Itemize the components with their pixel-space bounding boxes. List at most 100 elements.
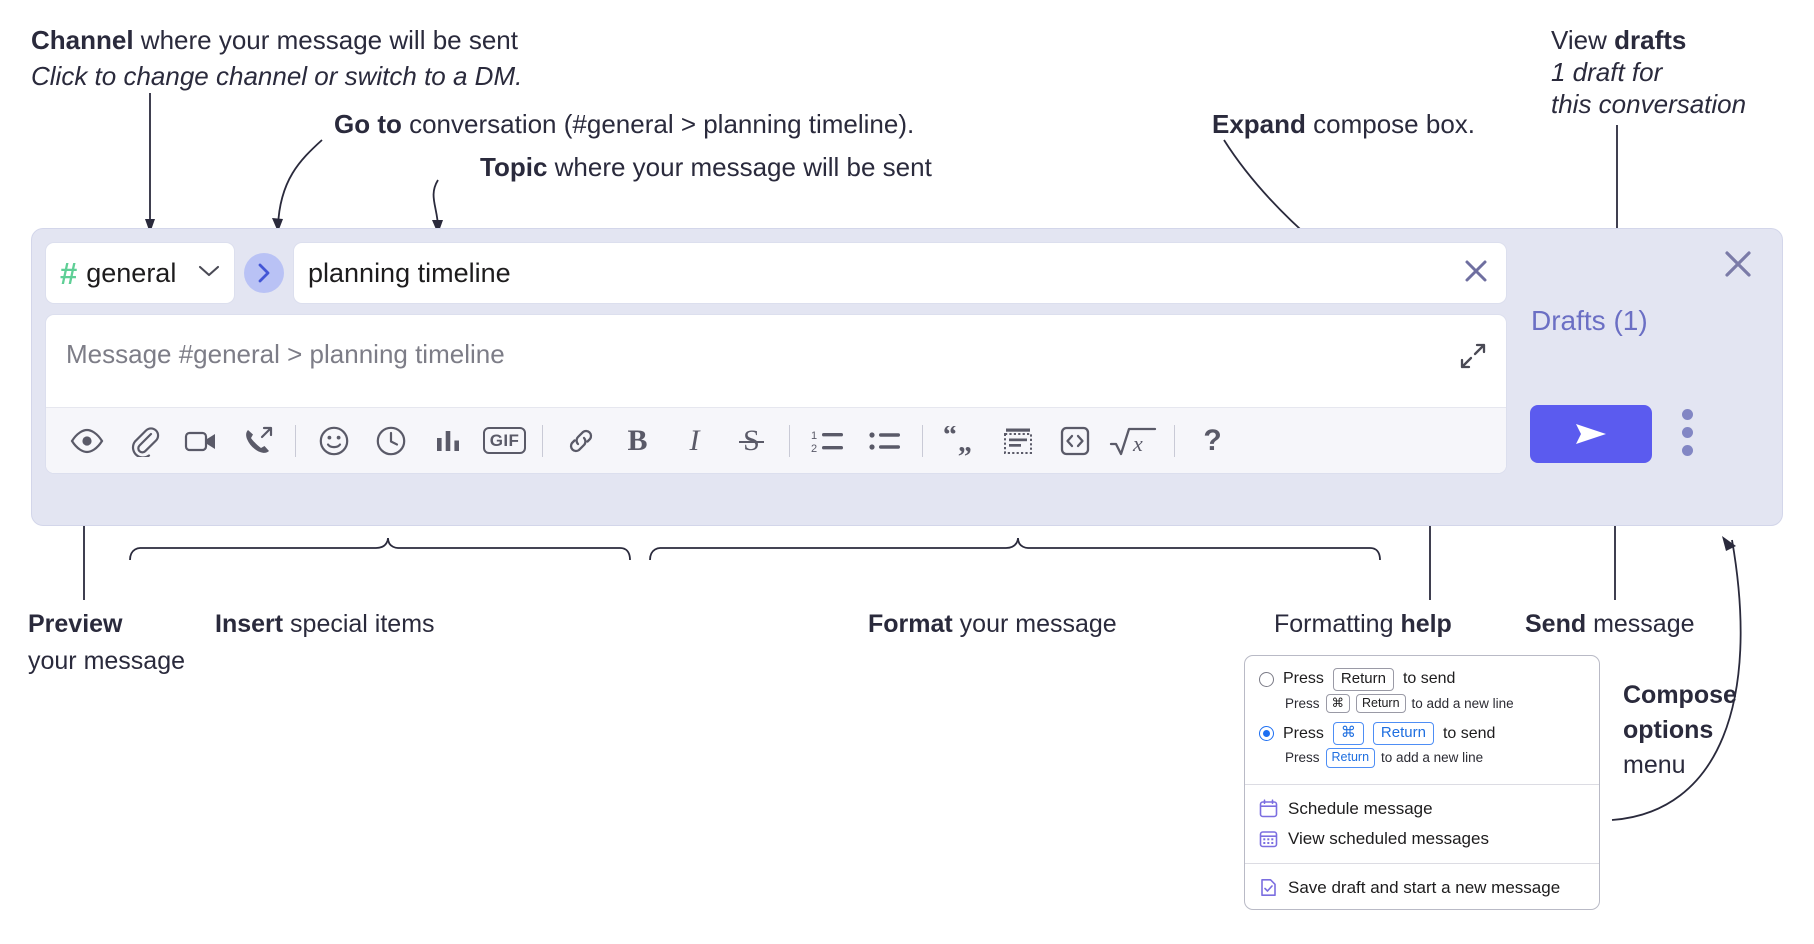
goto-conversation-button[interactable] (244, 253, 284, 293)
inline-code-button[interactable] (1046, 413, 1103, 469)
hash-icon: # (60, 255, 78, 291)
option2-sub-post: to add a new line (1381, 750, 1484, 766)
more-options-dot (1682, 409, 1693, 420)
option2-pre: Press (1283, 724, 1324, 742)
send-icon (1576, 424, 1606, 444)
annotation-help-bold: help (1400, 610, 1452, 638)
radio-icon-selected[interactable] (1259, 726, 1274, 742)
annotation-send: Send message (1525, 608, 1695, 641)
svg-text:“: “ (943, 426, 957, 451)
annotation-goto: Go to conversation (#general > planning … (334, 108, 914, 142)
menu-item-label: View scheduled messages (1288, 828, 1489, 848)
svg-text:1: 1 (811, 430, 817, 442)
call-button[interactable] (229, 413, 286, 469)
math-button[interactable]: x (1103, 413, 1165, 469)
annotation-preview-rest: your message (28, 647, 186, 675)
menu-divider (1245, 862, 1599, 864)
gif-button[interactable]: GIF (476, 413, 533, 469)
blockquote-button[interactable]: “„ (932, 413, 989, 469)
close-icon[interactable] (1460, 255, 1492, 292)
radio-icon[interactable] (1259, 671, 1274, 687)
key-return: Return (1356, 693, 1406, 714)
channel-name: general (86, 257, 177, 288)
reminder-button[interactable] (362, 413, 419, 469)
attach-button[interactable] (115, 413, 172, 469)
message-placeholder: Message #general > planning timeline (66, 339, 505, 369)
strikethrough-button[interactable]: S (723, 413, 780, 469)
more-options-dot (1682, 427, 1693, 438)
annotation-topic: Topic where your message will be sent (480, 151, 932, 185)
toolbar-divider (542, 424, 543, 457)
more-options-dot (1682, 445, 1693, 456)
annotation-drafts-italic2: this conversation (1551, 89, 1747, 119)
annotation-preview-bold: Preview (28, 610, 123, 638)
option2-sub-pre: Press (1285, 750, 1320, 766)
send-button[interactable] (1530, 405, 1652, 463)
menu-radio-option-1-sub: Press ⌘ Return to add a new line (1245, 693, 1599, 721)
annotation-drafts-sub2: this conversation (1551, 88, 1746, 122)
annotation-format: Format your message (868, 608, 1117, 641)
annotation-send-bold: Send (1525, 610, 1587, 638)
compose-box: # general planning timeline Message #gen… (31, 228, 1783, 526)
document-check-icon (1259, 878, 1278, 897)
bulleted-list-button[interactable] (856, 413, 913, 469)
link-button[interactable] (552, 413, 609, 469)
code-block-button[interactable] (989, 413, 1046, 469)
drafts-link[interactable]: Drafts (1) (1531, 305, 1648, 336)
calendar-grid-icon (1259, 829, 1278, 848)
italic-button[interactable]: I (666, 413, 723, 469)
toolbar-divider (1174, 424, 1175, 457)
topic-input[interactable]: planning timeline (293, 242, 1507, 304)
annotation-format-bold: Format (868, 610, 953, 638)
menu-divider (1245, 783, 1599, 785)
preview-button[interactable] (58, 413, 115, 469)
annotation-insert-rest: special items (283, 610, 435, 638)
annotation-compose-options-3: menu (1623, 749, 1686, 782)
menu-item-view-scheduled[interactable]: View scheduled messages (1245, 824, 1599, 854)
channel-selector[interactable]: # general (45, 242, 235, 304)
menu-item-schedule-message[interactable]: Schedule message (1245, 794, 1599, 824)
annotation-topic-bold: Topic (480, 152, 548, 182)
annotation-insert: Insert special items (215, 608, 435, 641)
menu-item-save-draft[interactable]: Save draft and start a new message (1245, 873, 1599, 903)
annotation-compose-options-bold1: Compose (1623, 681, 1737, 709)
key-return: Return (1372, 722, 1434, 746)
annotation-drafts-bold: drafts (1614, 25, 1687, 55)
annotation-expand-rest: compose box. (1305, 109, 1476, 139)
close-icon[interactable] (1721, 247, 1755, 286)
gif-label: GIF (482, 426, 527, 455)
expand-icon[interactable] (1458, 341, 1488, 376)
option1-post: to send (1402, 670, 1456, 688)
annotation-goto-bold: Go to (334, 109, 402, 139)
annotation-expand: Expand compose box. (1212, 108, 1475, 142)
toolbar-divider (789, 424, 790, 457)
annotation-drafts-sub1: 1 draft for (1551, 56, 1662, 90)
menu-radio-option-2[interactable]: Press ⌘ Return to send (1245, 720, 1599, 747)
menu-radio-option-1[interactable]: Press Return to send (1245, 666, 1599, 693)
formatting-toolbar: GIF B I S (46, 407, 1506, 473)
annotation-preview: Preview (28, 608, 123, 641)
formatting-help-button[interactable]: ? (1184, 413, 1241, 469)
annotation-channel-rest: where your message will be sent (133, 25, 518, 55)
chevron-down-icon (198, 263, 220, 283)
menu-item-label: Save draft and start a new message (1288, 877, 1561, 897)
annotation-compose-options: Compose (1623, 679, 1737, 712)
annotation-compose-options-2: options (1623, 714, 1713, 747)
video-button[interactable] (172, 413, 229, 469)
bold-button[interactable]: B (609, 413, 666, 469)
annotation-channel-bold: Channel (31, 25, 134, 55)
option1-pre: Press (1283, 670, 1324, 688)
annotation-help: Formatting help (1274, 608, 1452, 641)
annotation-goto-rest: conversation (#general > planning timeli… (401, 109, 915, 139)
svg-text:2: 2 (811, 443, 817, 455)
option2-post: to send (1442, 724, 1496, 742)
message-input[interactable]: Message #general > planning timeline (46, 315, 1506, 407)
poll-button[interactable] (419, 413, 476, 469)
svg-text:„: „ (958, 427, 972, 456)
option1-sub-pre: Press (1285, 696, 1320, 712)
compose-options-button[interactable] (1682, 409, 1693, 456)
menu-item-label: Schedule message (1288, 798, 1433, 818)
emoji-button[interactable] (305, 413, 362, 469)
chevron-right-icon (258, 263, 270, 283)
